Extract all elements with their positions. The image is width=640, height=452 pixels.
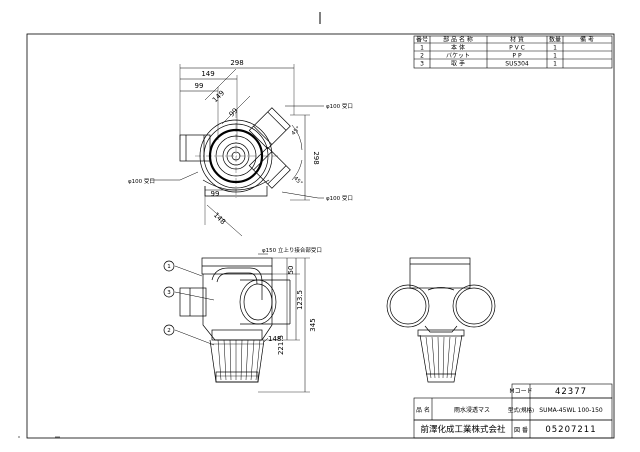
dim-50: 50	[287, 266, 295, 275]
callout-upper-right: φ100 受口	[326, 102, 353, 110]
dim-99-diag: 99	[228, 107, 240, 119]
top-view-labels: 298 149 99 149 99 298 45° 45° 99 148 φ10…	[128, 59, 353, 226]
drawing-border	[26, 33, 615, 439]
drawing-no-label: 図 番	[514, 427, 528, 434]
dim-148-bucket: 148	[268, 335, 281, 343]
name-value: 雨水浸透マス	[454, 406, 490, 414]
dim-298-top: 298	[230, 59, 243, 67]
row3-name: 取 手	[451, 60, 465, 68]
m-code-label: Mコード	[509, 388, 532, 395]
title-block-text: Mコード 42377 品 名 雨水浸透マス 型式(規格) SUMA-45WL 1…	[416, 387, 603, 435]
th-material: 材 質	[510, 36, 524, 44]
company-name: 前澤化成工業株式会社	[420, 424, 506, 435]
row2-no: 2	[420, 53, 424, 60]
dim-123-5: 123.5	[296, 290, 304, 310]
drawing-no-value: 05207211	[545, 425, 596, 435]
angle-bottom: 45°	[292, 176, 303, 187]
dim-99-bottom: 99	[211, 190, 220, 198]
callout-left: φ100 受口	[128, 177, 155, 185]
row2-qty: 1	[553, 53, 557, 60]
m-code-value: 42377	[555, 387, 587, 397]
model-value: SUMA-45WL 100-150	[539, 407, 603, 414]
front-view-labels: φ150 立上り接合部受口 50 123.5 221.5 345 148 1 3…	[167, 246, 322, 355]
dim-298-side: 298	[312, 151, 320, 164]
row1-qty: 1	[553, 45, 557, 52]
row3-material: SUS304	[505, 61, 529, 68]
top-view	[150, 64, 324, 237]
row2-name: バケット	[446, 53, 470, 60]
dim-345: 345	[309, 318, 317, 331]
row1-no: 1	[420, 45, 424, 52]
callout-top-riser: φ150 立上り接合部受口	[262, 246, 322, 254]
side-view	[386, 257, 496, 383]
th-remarks: 備 考	[580, 36, 594, 44]
balloon-3: 3	[167, 290, 171, 296]
row3-qty: 1	[553, 61, 557, 68]
dim-148-bottom: 148	[212, 211, 227, 226]
dim-149-diag: 149	[211, 89, 226, 104]
dim-149-top: 149	[201, 70, 214, 78]
row1-name: 本 体	[451, 44, 465, 52]
th-qty: 数量	[549, 36, 561, 44]
callout-lower-right: φ100 受口	[326, 194, 353, 202]
angle-top: 45°	[291, 126, 302, 137]
dim-221-5: 221.5	[277, 335, 285, 355]
name-label: 品 名	[416, 406, 430, 414]
title-block	[413, 383, 613, 439]
parts-table	[413, 35, 613, 69]
row2-material: P P	[512, 53, 522, 60]
model-label: 型式(規格)	[508, 406, 534, 414]
front-view	[163, 253, 310, 393]
row1-material: P V C	[509, 45, 525, 52]
parts-table-text: 番号 部 品 名 称 材 質 数量 備 考 1 本 体 P V C 1 2 バケ…	[416, 36, 594, 68]
th-part-name: 部 品 名 称	[443, 36, 473, 44]
row3-no: 3	[420, 61, 424, 68]
th-no: 番号	[416, 37, 428, 44]
balloon-2: 2	[167, 328, 171, 334]
dim-99-top: 99	[195, 82, 204, 90]
balloon-1: 1	[167, 264, 171, 270]
